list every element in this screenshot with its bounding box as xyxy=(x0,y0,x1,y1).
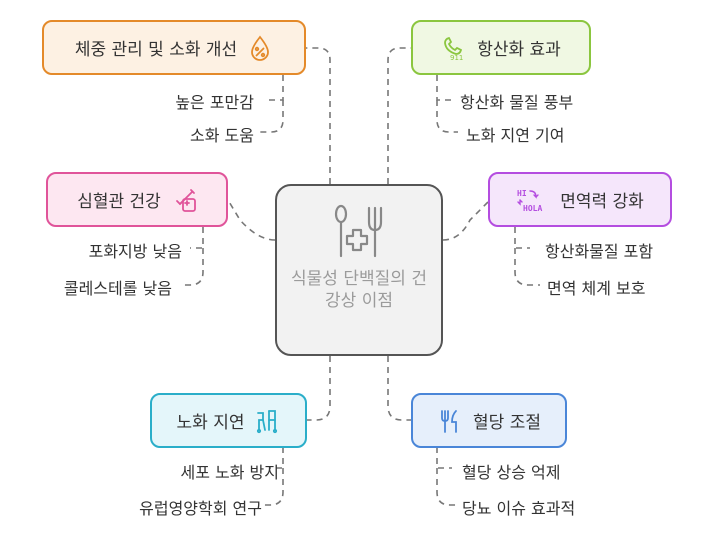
item-aging-delay-contribution: 노화 지연 기여 xyxy=(466,126,565,145)
percent-drop-icon xyxy=(247,35,273,61)
item-immune-protection: 면역 체계 보호 xyxy=(547,279,646,298)
emergency-phone-icon: 911 xyxy=(441,35,467,61)
item-high-satiety: 높은 포만감 xyxy=(175,93,254,112)
item-cell-aging-prevention: 세포 노화 방지 xyxy=(180,463,280,482)
item-low-cholesterol: 콜레스테롤 낮음 xyxy=(63,279,172,298)
item-diabetes-effective: 당뇨 이슈 효과적 xyxy=(462,499,576,518)
branch-antioxidant: 911 항산화 효과 xyxy=(411,20,591,75)
walker-icon xyxy=(254,408,280,434)
syringe-plus-icon xyxy=(171,187,197,213)
center-node: 식물성 단백질의 건강상 이점 xyxy=(275,184,443,356)
fork-knife-icon xyxy=(437,408,463,434)
branch-label: 항산화 효과 xyxy=(477,40,561,60)
utensils-medical-icon xyxy=(333,204,385,260)
branch-label: 노화 지연 xyxy=(176,413,245,433)
branch-immunity: HI HOLA 면역력 강화 xyxy=(488,172,672,227)
item-rich-antioxidants: 항산화 물질 풍부 xyxy=(460,93,574,112)
item-digestion-aid: 소화 도움 xyxy=(190,126,254,145)
branch-cardiovascular: 심혈관 건강 xyxy=(46,172,228,227)
item-contains-antioxidants: 항산화물질 포함 xyxy=(545,242,654,261)
branch-label: 심혈관 건강 xyxy=(77,192,161,212)
item-suppress-glucose-rise: 혈당 상승 억제 xyxy=(462,463,561,482)
item-low-saturated-fat: 포화지방 낮음 xyxy=(88,242,182,261)
branch-weight-management: 체중 관리 및 소화 개선 xyxy=(42,20,306,75)
branch-label: 혈당 조절 xyxy=(473,413,541,433)
branch-aging-delay: 노화 지연 xyxy=(150,393,307,448)
branch-label: 면역력 강화 xyxy=(560,192,644,212)
branch-label: 체중 관리 및 소화 개선 xyxy=(74,40,238,60)
svg-text:911: 911 xyxy=(450,54,463,61)
branch-blood-sugar: 혈당 조절 xyxy=(411,393,567,448)
greeting-translate-icon: HI HOLA xyxy=(516,187,550,213)
svg-text:HI: HI xyxy=(517,189,527,198)
svg-text:HOLA: HOLA xyxy=(523,204,542,213)
center-title: 식물성 단백질의 건강상 이점 xyxy=(291,269,427,311)
item-european-nutrition-study: 유럽영양학회 연구 xyxy=(139,499,262,518)
